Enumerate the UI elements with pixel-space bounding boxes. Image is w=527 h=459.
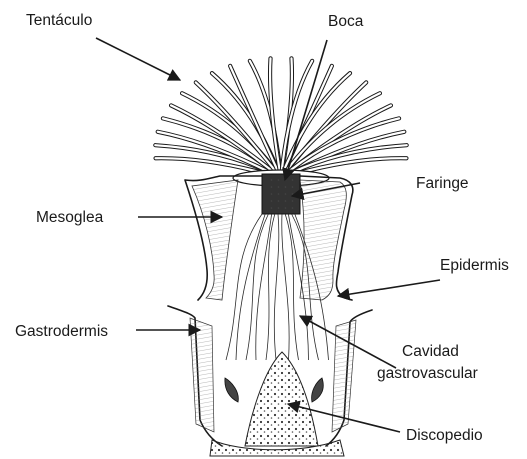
label-tentaculo: Tentáculo xyxy=(26,12,92,29)
label-faringe: Faringe xyxy=(416,175,469,192)
septum xyxy=(274,214,279,360)
labels: Tentáculo Boca Faringe Mesoglea Epidermi… xyxy=(15,12,509,444)
mesoglea-right xyxy=(300,180,346,300)
gastrodermis-wall-left xyxy=(190,318,214,432)
septum xyxy=(285,214,298,360)
arrow-tentaculo xyxy=(96,38,180,80)
septum xyxy=(266,214,275,360)
mesoglea-left xyxy=(192,180,238,300)
filament-right xyxy=(312,378,324,402)
label-cavidad-line1: Cavidad xyxy=(402,343,459,360)
pedal-disc xyxy=(245,352,318,446)
arrow-epidermis xyxy=(338,280,440,296)
label-discopedio: Discopedio xyxy=(406,427,483,444)
tentacles-group xyxy=(155,58,406,186)
filament-left xyxy=(225,378,238,402)
septum xyxy=(282,214,289,360)
label-epidermis: Epidermis xyxy=(440,257,509,274)
septum xyxy=(236,214,265,360)
septum xyxy=(226,214,262,360)
label-gastrodermis: Gastrodermis xyxy=(15,323,108,340)
label-boca: Boca xyxy=(328,13,364,30)
label-cavidad-line2: gastrovascular xyxy=(377,365,478,382)
label-mesoglea: Mesoglea xyxy=(36,209,104,226)
